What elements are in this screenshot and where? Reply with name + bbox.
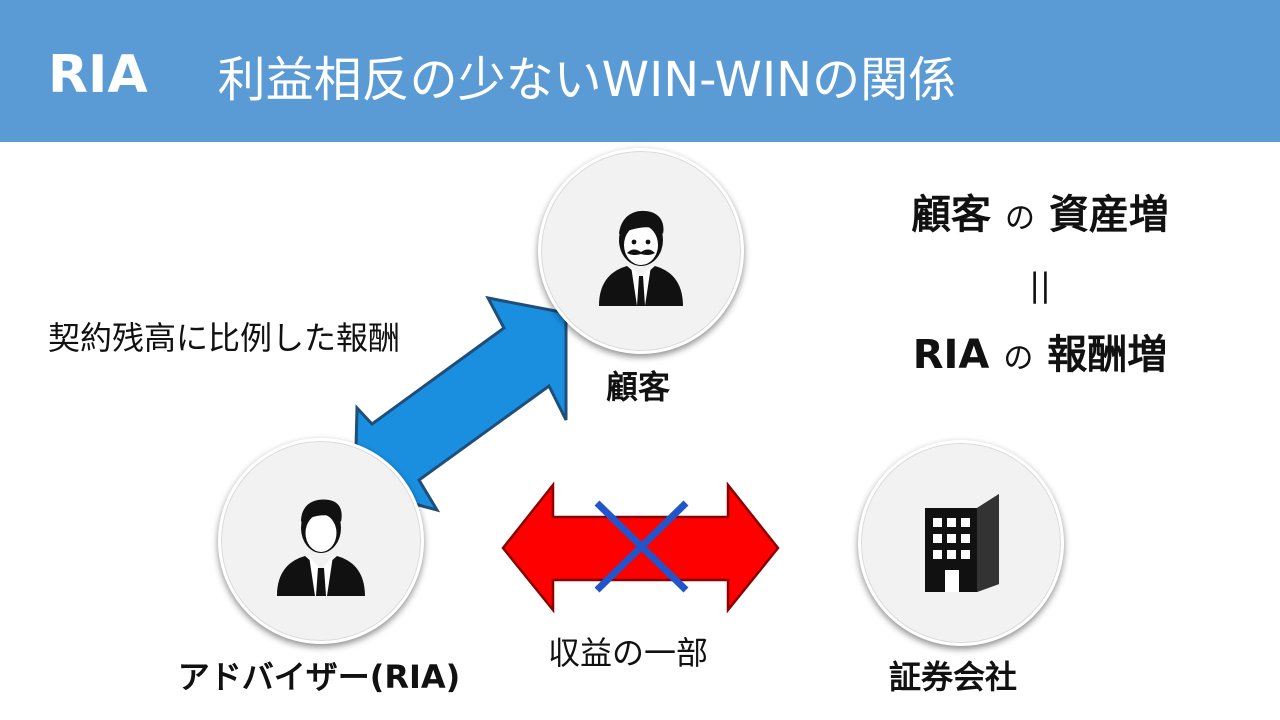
header-banner: RIA 利益相反の少ないWIN-WINの関係 xyxy=(0,0,1280,142)
advisor-brokerage-edge-label: 収益の一部 xyxy=(548,634,709,672)
equation-line-1: 顧客 の 資産増 xyxy=(860,180,1220,250)
equation-fee-increase: 報酬増 xyxy=(1047,332,1168,378)
title-brand: RIA xyxy=(48,45,148,105)
page-title: RIA 利益相反の少ないWIN-WINの関係 xyxy=(48,40,956,110)
customer-node xyxy=(538,148,744,354)
equation-asset-increase: 資産増 xyxy=(1048,192,1169,238)
businessman-mustache-icon xyxy=(599,210,683,306)
equation-block: 顧客 の 資産増 || RIA の 報酬増 xyxy=(860,180,1220,390)
brokerage-node xyxy=(858,440,1064,646)
equation-customer: 顧客 xyxy=(911,192,992,238)
equation-ria: RIA xyxy=(912,332,990,378)
advisor-node xyxy=(218,438,424,644)
customer-label: 顧客 xyxy=(605,368,670,406)
businessman-icon xyxy=(277,499,365,596)
customer-advisor-edge-label: 契約残高に比例した報酬 xyxy=(48,319,401,357)
equation-equals: || xyxy=(1029,266,1051,304)
cross-mark-icon xyxy=(594,500,689,593)
equation-line-2: RIA の 報酬増 xyxy=(860,320,1220,390)
equation-particle-1: の xyxy=(1005,201,1035,236)
equation-particle-2: の xyxy=(1003,341,1034,376)
brokerage-label: 証券会社 xyxy=(888,658,1017,696)
title-text: 利益相反の少ないWIN-WINの関係 xyxy=(217,52,957,108)
advisor-label: アドバイザー(RIA) xyxy=(177,658,461,696)
office-building-icon xyxy=(925,494,999,592)
